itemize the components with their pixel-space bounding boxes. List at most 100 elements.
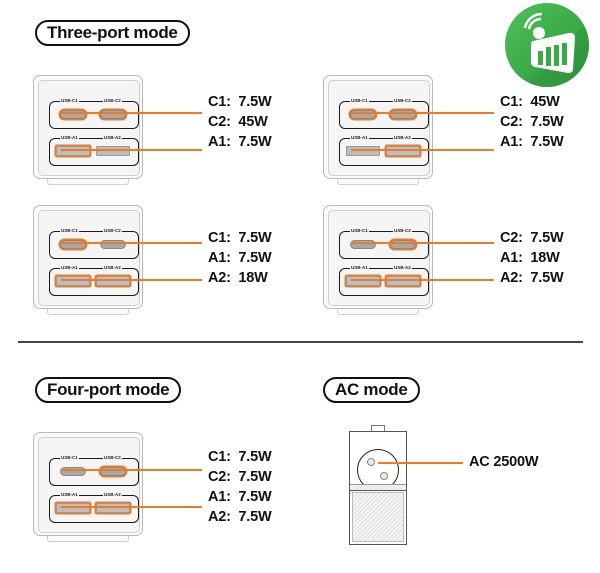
port-label-c2: USB-C2 <box>103 227 122 234</box>
port-power-readout: A1: 18W <box>500 250 560 266</box>
usb-c-port-c2 <box>100 467 126 476</box>
usb-c-port-group: USB-C1 USB-C2 <box>49 227 139 259</box>
port-label-c1: USB-C1 <box>60 97 79 104</box>
ac-readout: AC 2500W <box>469 454 539 470</box>
ac-outlet-device <box>349 425 407 545</box>
device-foot <box>47 536 129 542</box>
device-foot <box>337 179 419 185</box>
ac-device-body <box>349 431 407 545</box>
port-label-a1: USB-A1 <box>60 134 79 141</box>
usb-a-port-a1 <box>346 146 380 156</box>
port-power-readout: A1: 7.5W <box>500 134 564 150</box>
port-label-a2: USB-A2 <box>103 264 122 271</box>
port-power-readout: C1: 45W <box>500 94 560 110</box>
usb-c-port-c1 <box>60 240 86 249</box>
usb-c-port-c2 <box>100 110 126 119</box>
port-label-c2: USB-C2 <box>393 227 412 234</box>
usb-c-port-c2 <box>390 240 416 249</box>
four-port-mode-label: Four-port mode <box>47 380 170 399</box>
usb-a-port-group: USB-A1 USB-A2 <box>49 264 139 296</box>
section-divider <box>18 341 583 343</box>
usb-a-port-a2 <box>386 276 420 286</box>
usb-c-port-c1 <box>350 240 376 249</box>
usb-c-port-group: USB-C1 USB-C2 <box>339 227 429 259</box>
port-power-readout: A1: 7.5W <box>208 489 272 505</box>
four-port-mode-title: Four-port mode <box>35 377 182 403</box>
c-row-lead-line <box>351 112 494 114</box>
port-label-a1: USB-A1 <box>350 134 369 141</box>
ac-lead-line <box>378 462 463 464</box>
usb-c-port-group: USB-C1 USB-C2 <box>49 454 139 486</box>
port-label-a1: USB-A1 <box>60 264 79 271</box>
usb-a-port-a1 <box>56 146 90 156</box>
port-label-c1: USB-C1 <box>350 97 369 104</box>
port-label-c2: USB-C2 <box>103 97 122 104</box>
a-row-lead-line <box>61 279 202 281</box>
port-power-readout: A2: 18W <box>208 270 268 286</box>
usb-c-port-c2 <box>100 240 126 249</box>
port-power-readout: C1: 7.5W <box>208 449 272 465</box>
port-label-c1: USB-C1 <box>350 227 369 234</box>
usb-c-port-c1 <box>60 110 86 119</box>
a-row-lead-line <box>61 506 202 508</box>
socket-pin <box>380 472 388 480</box>
port-power-readout: A1: 7.5W <box>208 250 272 266</box>
usb-c-port-c2 <box>390 110 416 119</box>
c-row-lead-line <box>61 112 202 114</box>
usb-a-port-a1 <box>346 276 380 286</box>
c-row-lead-line <box>61 242 202 244</box>
usb-a-port-a2 <box>96 503 130 513</box>
port-power-readout: C2: 7.5W <box>208 469 272 485</box>
port-power-readout: C2: 7.5W <box>500 114 564 130</box>
signal-chart-icon <box>523 12 589 87</box>
usb-a-port-a2 <box>96 146 130 156</box>
c-row-lead-line <box>61 469 202 471</box>
ac-mode-title: AC mode <box>323 377 420 403</box>
usb-a-port-a2 <box>96 276 130 286</box>
ac-device-grille <box>352 492 404 542</box>
socket-pin <box>367 458 375 466</box>
usb-a-port-a2 <box>386 146 420 156</box>
brand-logo <box>505 3 589 87</box>
c-row-lead-line <box>351 242 494 244</box>
port-power-readout: A1: 7.5W <box>208 134 272 150</box>
device-foot <box>337 309 419 315</box>
usb-c-port-c1 <box>350 110 376 119</box>
usb-a-port-a1 <box>56 503 90 513</box>
port-label-c2: USB-C2 <box>103 454 122 461</box>
a-row-lead-line <box>351 279 494 281</box>
port-label-a1: USB-A1 <box>350 264 369 271</box>
ac-device-tab <box>371 425 385 432</box>
port-power-readout: A2: 7.5W <box>500 270 564 286</box>
port-label-c1: USB-C1 <box>60 454 79 461</box>
port-power-readout: C2: 45W <box>208 114 268 130</box>
ac-mode-label: AC mode <box>335 380 408 399</box>
port-power-readout: C1: 7.5W <box>208 94 272 110</box>
port-label-c1: USB-C1 <box>60 227 79 234</box>
port-label-a2: USB-A2 <box>103 491 122 498</box>
device-foot <box>47 179 129 185</box>
port-power-readout: A2: 7.5W <box>208 509 272 525</box>
ac-device-seam <box>350 484 406 491</box>
three-port-mode-title: Three-port mode <box>35 20 190 46</box>
a-row-lead-line <box>61 149 202 151</box>
